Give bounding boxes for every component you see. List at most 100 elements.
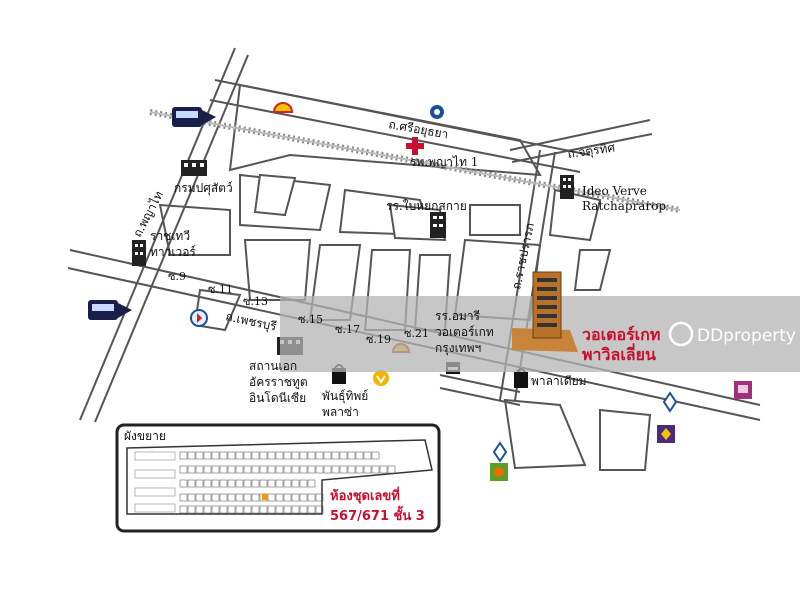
floor-plan-unit [227,493,236,502]
floor-plan-unit [315,493,324,502]
place-label-ideo-2: Ratchaprarop [582,199,666,213]
floor-plan-unit [299,451,308,460]
store-icon [373,370,389,386]
place-label-ratchathewi-2: ทาวเวอร์ [150,245,196,259]
floor-plan-unit [347,451,356,460]
floor-plan-unit [275,493,284,502]
place-label-amari-2: วอเตอร์เกท [435,325,494,339]
floor-plan-unit [283,451,292,460]
floor-plan-unit [179,451,188,460]
place-label-customs: กรมปศุสัตว์ [174,181,233,196]
floor-plan-unit [259,465,268,474]
floor-plan-unit [251,465,260,474]
floor-plan-unit [179,465,188,474]
ptt-station-icon [662,391,678,413]
floor-plan-unit [211,479,220,488]
watermark-text: DDproperty [697,326,796,346]
project-label-1: วอเตอร์เกท [582,325,660,344]
floor-plan-unit [219,505,228,514]
floor-plan-unit [291,451,300,460]
place-label-ratchathewi-1: ราชเทวี [150,229,190,243]
floor-plan-unit [355,465,364,474]
floor-plan-unit [275,465,284,474]
floor-plan-unit [243,465,252,474]
floor-plan-unit [235,493,244,502]
floor-plan-unit [307,465,316,474]
floor-plan-unit [355,451,364,460]
bts-rail [149,109,681,213]
building-icon [430,212,446,238]
place-labels: รพ.พญาไท 1 กรมปศุสัตว์ Ideo Verve Ratcha… [150,155,666,419]
floor-plan-unit [315,505,324,514]
road-label-soi-13: ซ.13 [243,295,268,308]
floor-plan-unit [339,451,348,460]
road-label-soi-15: ซ.15 [298,313,323,326]
floor-plan-unit [291,479,300,488]
place-label-amari-3: กรุงเทพฯ [435,341,481,356]
floor-plan-unit [347,465,356,474]
floor-plan-unit [291,465,300,474]
floor-plan-unit [187,479,196,488]
bts-train-icon [172,107,216,127]
road-label-soi-9: ซ.9 [168,270,186,283]
floor-plan-unit [307,479,316,488]
floor-plan-unit [371,465,380,474]
floor-plan-unit [275,479,284,488]
floor-plan-unit [331,451,340,460]
floor-plan-unit [299,465,308,474]
inset-title: ผังขยาย [124,429,166,443]
floor-plan-unit [315,451,324,460]
floor-plan-block [134,451,176,461]
floor-plan-block [134,469,176,479]
store-icon [490,463,508,481]
floor-plan-unit [251,479,260,488]
floor-plan-unit [219,451,228,460]
floor-plan-unit [243,505,252,514]
floor-plan-unit [339,465,348,474]
floor-plan-unit [283,479,292,488]
road-label-soi-19: ซ.19 [366,333,391,346]
floor-plan-unit [299,479,308,488]
floor-plan-unit [323,451,332,460]
place-label-hospital: รพ.พญาไท 1 [410,155,478,169]
floor-plan-unit [291,493,300,502]
floor-plan-unit [219,479,228,488]
road-label-soi-17: ซ.17 [335,323,360,336]
place-label-palladium: พาลาเดียม [531,374,587,388]
floor-plan-unit [283,505,292,514]
project-tower-icon [512,271,578,352]
floor-plan-unit [307,493,316,502]
floor-plan-unit [283,465,292,474]
floor-plan-unit [307,451,316,460]
floor-plan-unit [203,451,212,460]
floor-plan-unit [275,451,284,460]
floor-plan-unit [179,505,188,514]
floor-plan-unit [203,479,212,488]
place-label-school-yok: รร.ใบหยกสกาย [386,199,467,213]
place-label-embassy-3: อินโดนีเซีย [249,391,306,405]
floor-plan-unit [259,505,268,514]
floor-plan-unit [195,505,204,514]
floor-plan-unit [323,465,332,474]
floor-plan-unit [307,505,316,514]
floor-plan-unit [275,505,284,514]
floor-plan-block [134,503,176,513]
floor-plan-unit [187,505,196,514]
city-blocks [158,83,652,471]
floor-plan-unit [219,493,228,502]
floor-plan-unit [235,505,244,514]
floor-plan-unit [363,465,372,474]
ptt-station-icon [190,309,208,327]
floor-plan-unit [267,451,276,460]
unit-label-1: ห้องชุดเลขที่ [330,486,400,504]
floor-plan-unit [211,493,220,502]
floor-plan-unit [371,451,380,460]
floor-plan-unit [299,505,308,514]
floor-plan-unit [387,465,396,474]
ptt-station-icon [430,105,444,119]
floor-plan-unit [211,465,220,474]
building-icon [560,175,574,199]
floor-plan-unit [251,451,260,460]
shell-station-icon [272,102,294,113]
